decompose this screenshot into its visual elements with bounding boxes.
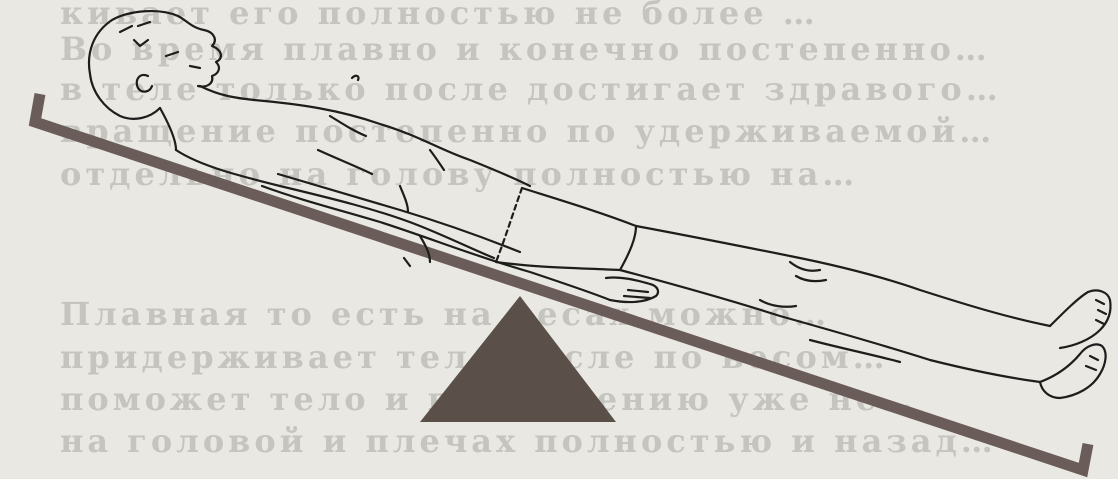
foot-lower [1040, 344, 1106, 398]
neck [160, 86, 254, 150]
torso-back [176, 150, 494, 258]
face-profile [178, 16, 221, 87]
reclining-figure [89, 11, 1111, 398]
leg-upper [636, 226, 1050, 326]
fulcrum-triangle [420, 296, 616, 422]
leg-lower [620, 270, 1040, 382]
head-outline [89, 11, 178, 119]
hand [606, 277, 658, 302]
foot-upper [1050, 290, 1111, 348]
facial-features [120, 22, 200, 68]
torso-upper [254, 100, 530, 186]
arm [262, 186, 610, 300]
ear [137, 75, 152, 92]
